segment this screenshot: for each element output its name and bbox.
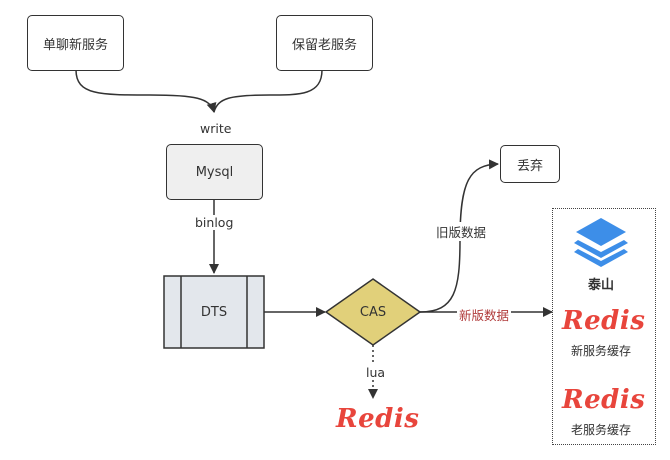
cache-group (552, 208, 656, 445)
edge-old-service-to-write (213, 69, 323, 113)
node-new-service[interactable]: 单聊新服务 (27, 15, 124, 71)
node-cas-label: CAS (359, 304, 387, 320)
node-dts-label: DTS (200, 304, 228, 320)
edge-label-write: write (198, 121, 234, 136)
node-discard[interactable]: 丢弃 (500, 145, 560, 183)
edge-label-new-data: 新版数据 (457, 305, 512, 324)
edge-label-old-data: 旧版数据 (434, 222, 489, 241)
node-dts[interactable]: DTS (164, 276, 264, 348)
old-cache-label: 老服务缓存 (571, 423, 632, 437)
cas-diamond-shape (324, 278, 422, 346)
node-new-service-label: 单聊新服务 (42, 37, 108, 53)
edge-label-lua: lua (364, 365, 388, 380)
edge-label-binlog: binlog (193, 215, 236, 230)
redis-logo-lua: Redis (336, 404, 420, 434)
taishan-layers-icon (574, 218, 628, 267)
edge-new-service-to-write (75, 69, 217, 113)
taishan-label: 泰山 (588, 278, 615, 293)
node-mysql-label: Mysql (195, 164, 234, 180)
node-discard-label: 丢弃 (516, 158, 543, 174)
node-old-service-label: 保留老服务 (291, 37, 357, 53)
node-cas[interactable]: CAS (340, 300, 406, 324)
node-mysql[interactable]: Mysql (166, 144, 263, 200)
node-old-service[interactable]: 保留老服务 (276, 15, 373, 71)
redis-logo-new-cache: Redis (562, 306, 646, 336)
redis-logo-old-cache: Redis (562, 385, 646, 415)
new-cache-label: 新服务缓存 (571, 344, 632, 358)
